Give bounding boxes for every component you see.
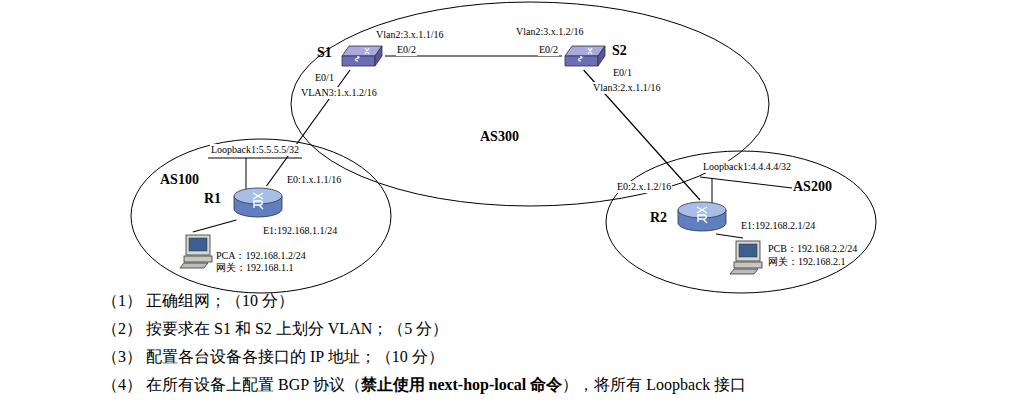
router-node: R1 [202,186,288,220]
task-line: （4） 在所有设备上配置 BGP 协议（禁止使用 next-hop-local … [102,375,746,395]
task-line: （2） 按要求在 S1 和 S2 上划分 VLAN；（5 分） [102,319,448,339]
as-name: AS300 [480,129,519,145]
router-icon [232,187,284,219]
region-outline [131,139,391,293]
interface-label: Vlan3:2.x.1.1/16 [592,82,662,94]
interface-label: Loopback1:5.5.5.5/32 [210,144,300,156]
router-icon [676,201,728,233]
pc-monitor [186,235,210,255]
interface-label: E0:2.x.1.2/16 [616,181,672,193]
router-glyph [253,193,263,209]
pc-node: PCB：192.168.2.2/24网关：192.168.2.1 [728,238,878,278]
switch-node: S1 [315,42,385,70]
pc-icon [180,234,214,270]
task-line: （3） 配置各台设备各接口的 IP 地址；（10 分） [102,347,444,367]
interface-label: E0:1.x.1.1/16 [286,174,342,186]
switch-icon [341,44,383,70]
loopback-stub [246,158,247,192]
task-emphasis: 禁止使用 next-hop-local 命令 [361,376,563,393]
switch-front [342,56,375,66]
as-region: AS100R1PCA：192.168.1.2/24网关：192.168.1.1 [130,138,392,294]
device-name: S2 [612,43,627,59]
router-glyph [697,207,707,223]
router-node: R2 [648,200,728,234]
switch-side [598,46,605,66]
loopback-stub [712,178,713,205]
host-address: 网关：192.168.1.1 [216,262,294,274]
region-outline [291,2,769,206]
pc-base [184,256,212,262]
pc-screen [739,244,757,257]
switch-icon [564,44,606,70]
switch-node: S2 [562,42,634,70]
pc-screen [189,238,207,251]
task-line: （1） 正确组网；（10 分） [102,291,294,311]
loopback-line [208,158,302,159]
device-name: R1 [204,191,221,207]
host-address: PCB：192.168.2.2/24 [768,243,857,255]
switch-front [565,56,598,66]
pc-base [734,262,762,268]
task-text: ），将所有 Loopback 接口 [562,376,746,393]
interface-label: E0/1 [612,67,633,79]
network-link [193,220,237,232]
as-name: AS200 [793,179,832,195]
loopback-line [700,177,792,188]
interface-label: Vlan2:3.x.1.1/16 [375,29,445,41]
pc-keyboard [730,269,758,274]
pc-monitor [736,241,760,261]
interface-label: E0/1 [314,72,335,84]
interface-label: E1:192.168.2.1/24 [740,220,816,232]
pc-keyboard [180,263,208,268]
interface-label: E1:192.168.1.1/24 [262,225,338,237]
network-link [716,234,743,238]
interface-label: Loopback1:4.4.4.4/32 [702,161,792,173]
device-name: R2 [650,210,667,226]
switch-glyph [356,48,369,61]
switch-side [375,46,382,66]
interface-label: E0/2 [538,44,559,56]
interface-label: E0/2 [396,44,417,56]
as-name: AS100 [160,172,199,188]
network-link [584,70,700,200]
pc-icon [730,240,764,276]
interface-label: VLAN3:1.x.1.2/16 [300,87,378,99]
task-text: （4） 在所有设备上配置 BGP 协议（ [102,376,361,393]
host-address: PCA：192.168.1.2/24 [216,250,306,262]
pc-node: PCA：192.168.1.2/24网关：192.168.1.1 [180,232,340,276]
region-outline [606,151,876,293]
host-address: 网关：192.168.2.1 [768,256,846,268]
device-name: S1 [317,45,332,61]
interface-label: Vlan2:3.x.1.2/16 [515,26,585,38]
switch-glyph [579,48,592,61]
